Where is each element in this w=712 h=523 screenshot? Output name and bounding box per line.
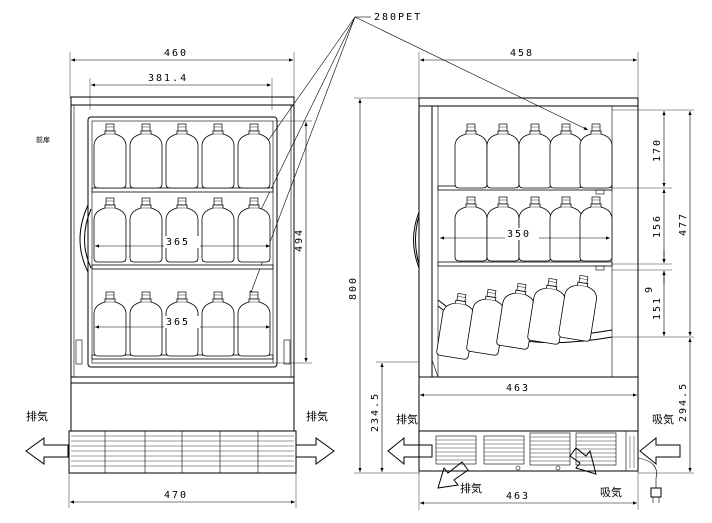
side-intake-right-label: 吸気	[652, 412, 674, 426]
dim-shelf-spacing-low: 151	[652, 296, 663, 320]
callout-label: 280PET	[374, 12, 422, 23]
arrow-left-icon	[639, 436, 681, 466]
dim-base-width: 470	[164, 490, 188, 501]
dim-gap: 9	[644, 285, 655, 293]
dim-shelf-depth: 350	[507, 229, 531, 240]
front-door-label: 前扉	[36, 135, 50, 144]
dim-overall-depth: 458	[510, 48, 534, 59]
front-exhaust-left-label: 排気	[26, 409, 48, 423]
arrow-right-icon	[295, 437, 335, 465]
front-grille	[71, 431, 294, 473]
arrow-left-icon	[25, 437, 69, 465]
side-intake-bottom-label: 吸気	[600, 485, 622, 499]
dim-shelf-width-lower: 365	[166, 317, 190, 328]
dim-inner-width: 381.4	[148, 73, 188, 84]
side-exhaust-left-label: 排気	[396, 412, 418, 426]
dim-shelf-spacing-mid: 156	[652, 214, 663, 238]
front-view: 460 381.4 前扉	[25, 48, 335, 508]
arrow-down-right-icon	[569, 447, 597, 475]
arrow-left-icon	[387, 436, 433, 466]
dim-lower-section: 294.5	[678, 382, 689, 422]
side-grille	[435, 431, 635, 471]
dim-display-height: 494	[294, 228, 305, 252]
front-exhaust-right-label: 排気	[306, 409, 328, 423]
power-plug-icon	[650, 487, 662, 503]
side-exhaust-bottom-label: 排気	[460, 481, 482, 495]
dim-shelf-spacing-top: 170	[652, 138, 663, 162]
dim-overall-height: 800	[348, 276, 359, 300]
dim-base-height: 234.5	[370, 392, 381, 432]
dim-interior-height: 477	[678, 212, 689, 236]
arrow-down-left-icon	[437, 461, 469, 489]
side-view: 458 800	[348, 48, 694, 510]
dim-depth-mid: 463	[506, 383, 530, 394]
dim-overall-width: 460	[164, 48, 188, 59]
dim-depth-bottom: 463	[506, 491, 530, 502]
dim-shelf-width-upper: 365	[166, 237, 190, 248]
